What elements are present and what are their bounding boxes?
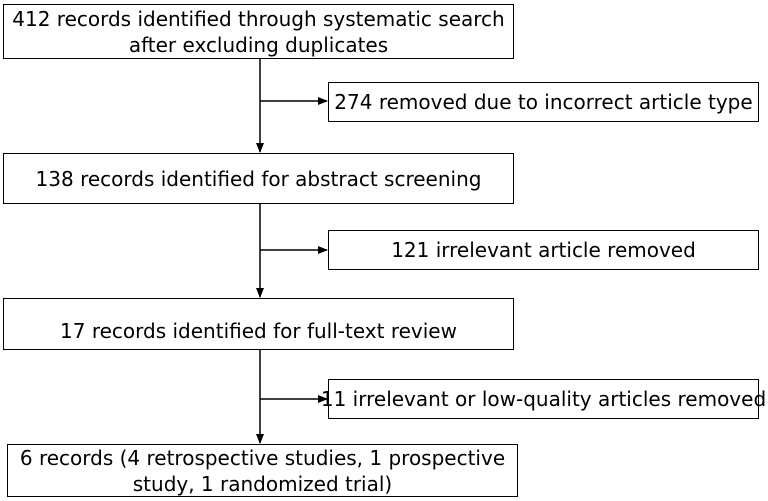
final-records-line2: study, 1 randomized trial) [132, 471, 393, 496]
removed-low-quality-box: 11 irrelevant or low-quality articles re… [321, 379, 766, 419]
step-abstract-screening-box: 138 records identified for abstract scre… [3, 153, 514, 204]
step-identified-box: 412 records identified through systemati… [3, 4, 514, 59]
removed-article-type-text: 274 removed due to incorrect article typ… [334, 90, 753, 114]
final-records-line1: 6 records (4 retrospective studies, 1 pr… [19, 445, 506, 470]
step-abstract-screening-text: 138 records identified for abstract scre… [35, 166, 482, 191]
removed-irrelevant-text: 121 irrelevant article removed [391, 238, 696, 262]
step-full-text-review-text: 17 records identified for full-text revi… [60, 319, 457, 343]
step-identified-line1: 412 records identified through systemati… [12, 6, 505, 31]
step-identified-line2: after excluding duplicates [128, 32, 389, 57]
final-records-box: 6 records (4 retrospective studies, 1 pr… [7, 444, 518, 497]
removed-low-quality-text: 11 irrelevant or low-quality articles re… [320, 387, 767, 411]
step-full-text-review-box: 17 records identified for full-text revi… [3, 298, 514, 350]
removed-article-type-box: 274 removed due to incorrect article typ… [328, 82, 759, 122]
removed-irrelevant-box: 121 irrelevant article removed [328, 230, 759, 270]
